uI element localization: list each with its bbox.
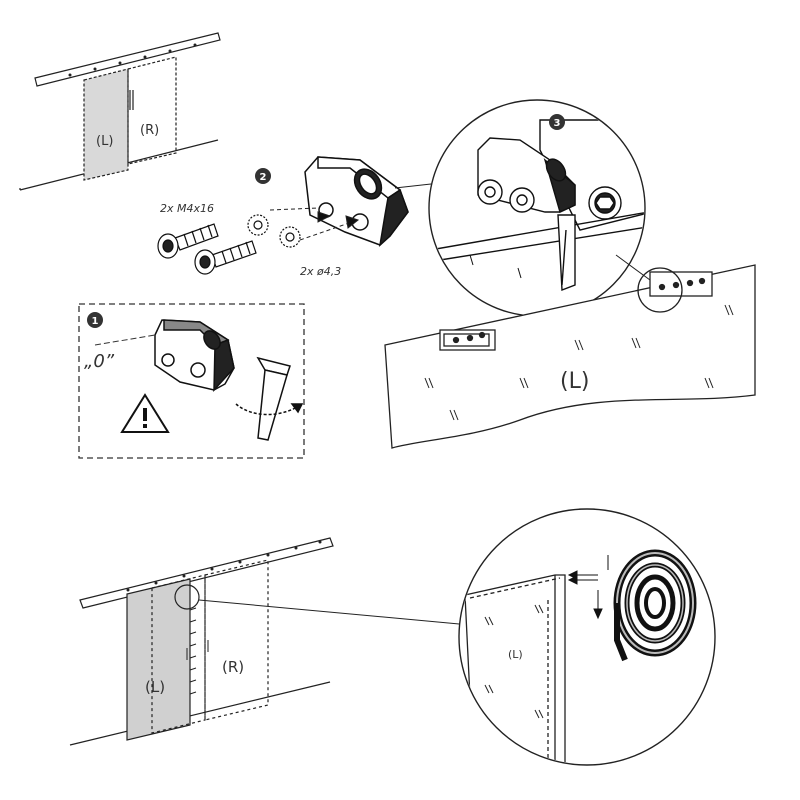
step-1-number: 1	[92, 316, 99, 327]
detail-circle-3	[428, 99, 646, 317]
top-door-right-label: (R)	[140, 123, 159, 138]
washers	[247, 214, 301, 248]
zero-mark-label: „0”	[84, 351, 115, 372]
bottom-door-right-label: (R)	[222, 658, 244, 676]
step-2-number: 2	[260, 172, 267, 183]
insert-arrows	[269, 207, 360, 241]
top-door-scene	[19, 32, 221, 191]
top-rail	[34, 32, 221, 87]
screw-1	[157, 223, 219, 259]
step-2-badge	[255, 168, 271, 184]
step-1-box	[78, 303, 305, 459]
bottom-door-left-label: (L)	[145, 678, 165, 696]
bottom-door-right	[204, 559, 269, 721]
bracket-block	[304, 156, 409, 247]
top-door-left-label: (L)	[96, 134, 113, 149]
step-1-block	[154, 319, 235, 392]
detail-door-label: (L)	[508, 648, 523, 661]
step-3-number: 3	[554, 118, 561, 129]
glass-panel	[384, 264, 756, 449]
tape-roll	[613, 549, 697, 662]
allen-key-icon	[235, 356, 304, 441]
detail-connector-3	[615, 254, 651, 281]
top-door-right	[127, 56, 177, 165]
warning-triangle-icon	[120, 393, 170, 433]
step-1-badge	[87, 312, 103, 328]
bottom-door-scene	[69, 537, 471, 746]
washers-label: 2x ø4,3	[300, 265, 341, 278]
glass-bracket-right	[649, 271, 713, 297]
bottom-door-left	[126, 578, 191, 741]
top-door-left	[83, 68, 129, 181]
rail-screws	[68, 43, 197, 77]
step-3-badge	[549, 114, 565, 130]
glass-panel-label: (L)	[560, 369, 589, 394]
zoom-ring-3	[637, 267, 683, 313]
screw-2	[194, 240, 257, 275]
detail-connector-bottom	[198, 599, 471, 626]
zoom-ring-bottom	[174, 584, 200, 610]
detail-circle-bottom	[458, 508, 716, 766]
step-1-dashline	[94, 334, 156, 346]
glass-bracket-left	[439, 329, 496, 351]
screws-label: 2x M4x16	[160, 202, 214, 215]
